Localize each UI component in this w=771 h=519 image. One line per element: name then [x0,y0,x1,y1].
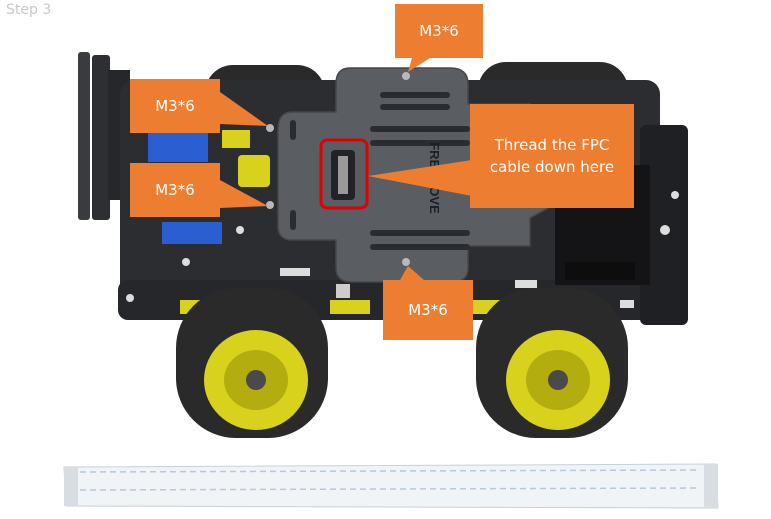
fpc-slot-highlight [319,138,369,210]
front-right-wheel [476,288,628,438]
step-label: Step 3 [6,2,52,18]
callout-bottom: M3*6 [383,280,473,340]
callout-tail-left-lower [220,180,268,208]
callout-top: M3*6 [395,4,483,58]
callout-left-upper: M3*6 [130,79,220,133]
front-left-wheel [176,288,328,438]
callout-tail-fpc [368,160,472,196]
callout-tail-top [408,58,430,72]
screw-left-lower [266,201,274,209]
screw-top [402,72,410,80]
callout-left-lower: M3*6 [130,163,220,217]
callout-tail-left-upper [220,92,268,126]
screw-bottom [402,258,410,266]
callout-fpc-note: Thread the FPC cable down here [470,104,634,208]
callout-tail-bottom [400,266,424,280]
fpc-ribbon-cable [63,463,719,509]
screw-left-upper [266,124,274,132]
